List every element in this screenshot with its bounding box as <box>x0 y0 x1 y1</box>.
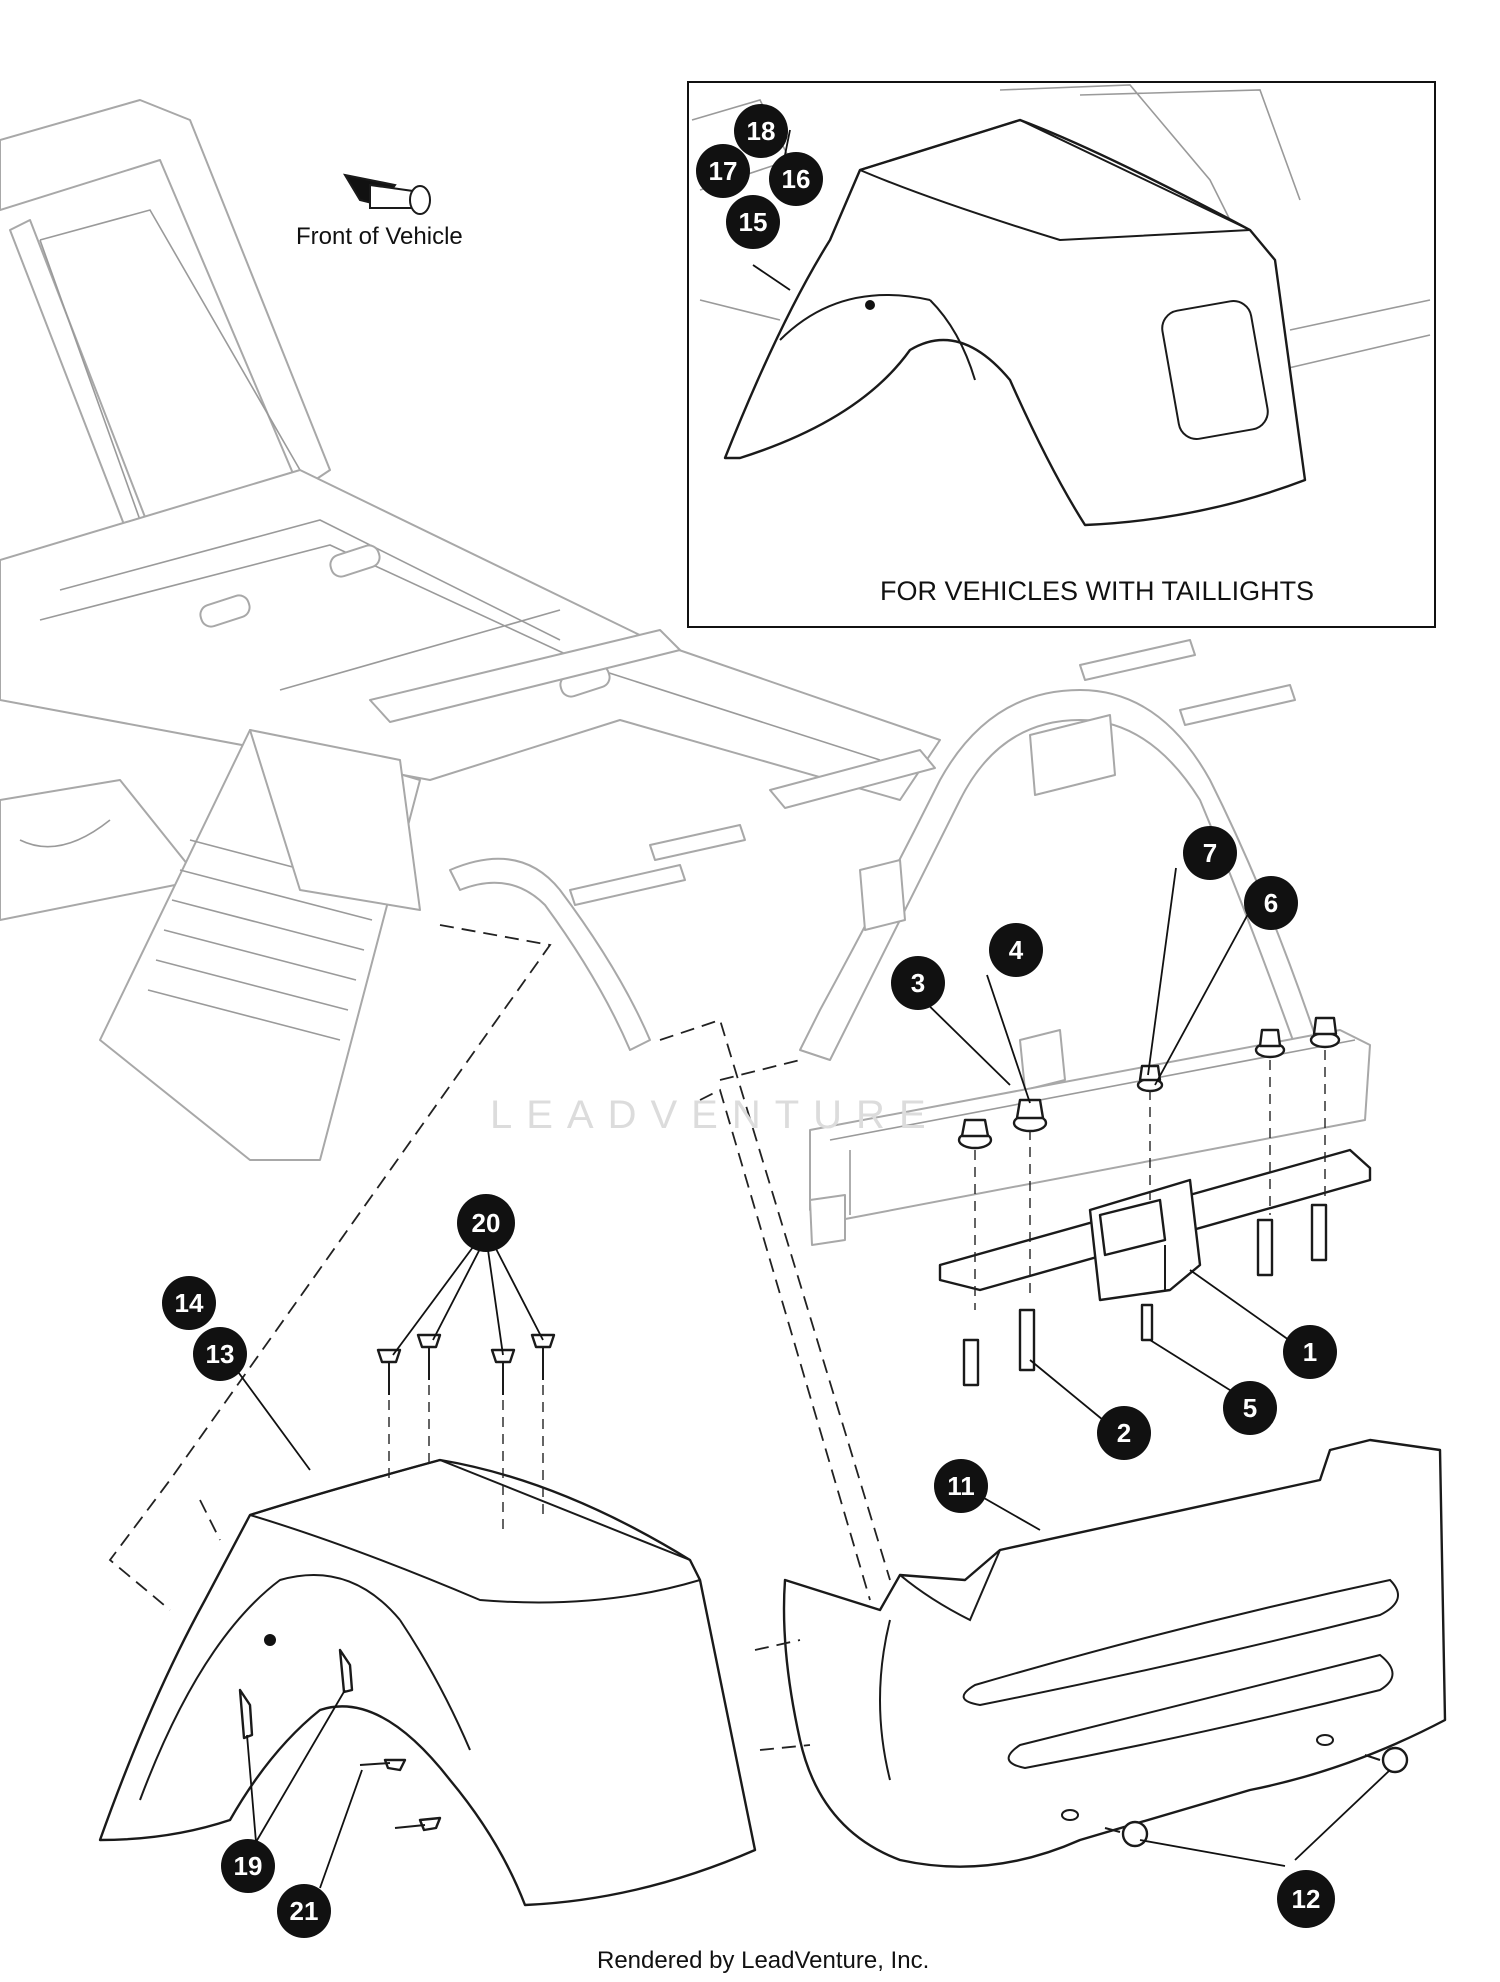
svg-text:11: 11 <box>947 1471 975 1501</box>
inset-caption: FOR VEHICLES WITH TAILLIGHTS <box>880 576 1314 606</box>
svg-text:3: 3 <box>911 968 925 998</box>
callout-16: 16 <box>769 152 823 206</box>
svg-text:16: 16 <box>782 164 811 194</box>
footer-credit: Rendered by LeadVenture, Inc. <box>597 1947 929 1974</box>
front-of-vehicle-label: Front of Vehicle <box>296 223 463 250</box>
callout-3: 3 <box>891 956 945 1010</box>
callout-12: 12 <box>1277 1870 1335 1928</box>
svg-text:17: 17 <box>709 156 738 186</box>
watermark: LEADVENTURE <box>490 1093 940 1137</box>
svg-text:19: 19 <box>234 1851 263 1881</box>
svg-text:18: 18 <box>747 116 776 146</box>
callout-5: 5 <box>1223 1381 1277 1435</box>
callout-17: 17 <box>696 144 750 198</box>
callout-11: 11 <box>934 1459 988 1513</box>
front-of-vehicle-arrow-icon <box>342 173 431 215</box>
hitch-bolts <box>962 1203 1328 1387</box>
hitch-assembly <box>938 1016 1372 1387</box>
callout-15: 15 <box>726 195 780 249</box>
callout-18: 18 <box>734 104 788 158</box>
svg-text:12: 12 <box>1292 1884 1321 1914</box>
nuts-washers <box>957 1016 1341 1150</box>
callout-19: 19 <box>221 1839 275 1893</box>
svg-text:6: 6 <box>1264 888 1278 918</box>
callout-2: 2 <box>1097 1406 1151 1460</box>
callout-13: 13 <box>193 1327 247 1381</box>
rear-fender <box>98 1333 757 1907</box>
callout-6: 6 <box>1244 876 1298 930</box>
svg-text:20: 20 <box>472 1208 501 1238</box>
callout-1: 1 <box>1283 1325 1337 1379</box>
svg-text:15: 15 <box>739 207 768 237</box>
svg-text:14: 14 <box>175 1288 204 1318</box>
svg-text:1: 1 <box>1303 1337 1317 1367</box>
taillight-inset: FOR VEHICLES WITH TAILLIGHTS <box>687 81 1436 628</box>
svg-text:5: 5 <box>1243 1393 1257 1423</box>
svg-text:21: 21 <box>290 1896 319 1926</box>
leader-lines <box>232 129 1391 1889</box>
callout-4: 4 <box>989 923 1043 977</box>
rear-body-panel <box>782 1438 1447 1868</box>
callout-14: 14 <box>162 1276 216 1330</box>
svg-text:4: 4 <box>1009 935 1024 965</box>
svg-text:2: 2 <box>1117 1418 1131 1448</box>
fender-screws <box>376 1333 556 1395</box>
svg-text:13: 13 <box>206 1339 235 1369</box>
vehicle-frame <box>0 99 1371 1246</box>
callout-20: 20 <box>457 1194 515 1252</box>
svg-text:7: 7 <box>1203 838 1217 868</box>
push-rivets <box>1104 1746 1409 1848</box>
assembly-dash-lines <box>108 924 891 1751</box>
callout-7: 7 <box>1183 826 1237 880</box>
callout-21: 21 <box>277 1884 331 1938</box>
